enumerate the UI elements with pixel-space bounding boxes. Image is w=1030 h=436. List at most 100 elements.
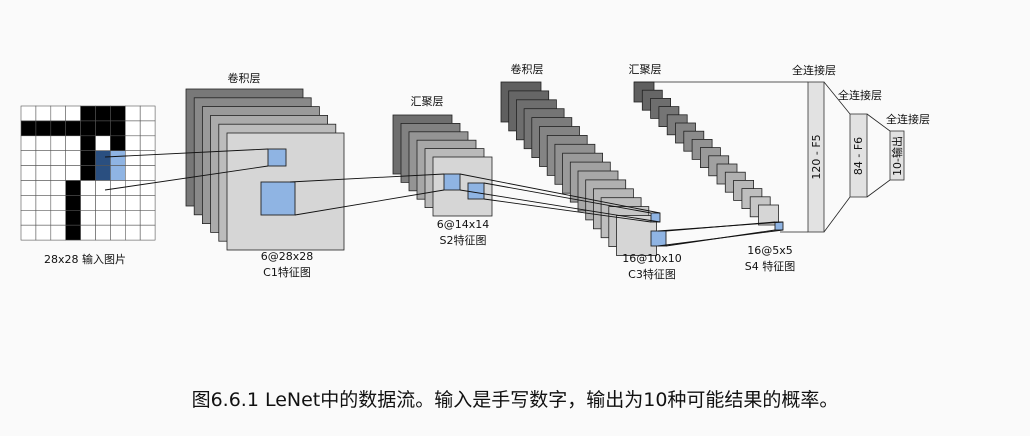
input-pixel-cell	[125, 120, 141, 137]
input-pixel-cell	[50, 105, 66, 122]
s2-layer-title: 汇聚层	[411, 95, 444, 108]
input-pixel-cell	[65, 210, 81, 226]
receptive-field-line	[459, 173, 661, 214]
c3-layer-title: 卷积层	[511, 62, 544, 76]
receptive-field-line	[483, 198, 652, 223]
input-pixel-cell	[20, 150, 37, 166]
input-pixel-cell	[35, 224, 52, 241]
input-pixel-cell	[110, 105, 126, 122]
input-pixel-cell	[95, 135, 111, 152]
input-pixel-cell	[20, 224, 37, 241]
input-pixel-cell	[95, 210, 111, 226]
input-pixel-cell	[20, 180, 37, 196]
input-pixel-cell	[65, 105, 81, 122]
input-pixel-cell	[50, 120, 66, 137]
c3-name-label: C3特征图	[628, 267, 676, 281]
input-pixel-cell	[35, 165, 52, 181]
input-pixel-cell	[95, 150, 111, 166]
s4-name-label: S4 特征图	[745, 259, 795, 273]
input-pixel-cell	[110, 224, 126, 241]
input-pixel-cell	[65, 150, 81, 166]
s4-shape-label: 16@5x5	[747, 244, 793, 257]
f6-layer-bar	[849, 113, 868, 198]
input-pixel-cell	[50, 180, 66, 196]
c3-highlight-small	[650, 212, 661, 223]
input-pixel-cell	[80, 150, 96, 166]
output-label: 10-输出	[890, 136, 904, 176]
c1-receptive-highlight-large	[260, 181, 296, 216]
input-pixel-cell	[110, 165, 126, 181]
input-pixel-cell	[139, 150, 156, 166]
input-pixel-cell	[50, 210, 66, 226]
input-pixel-cell	[95, 180, 111, 196]
input-pixel-cell	[95, 195, 111, 211]
f6-layer-title: 全连接层	[838, 88, 882, 102]
input-pixel-cell	[125, 150, 141, 166]
input-pixel-cell	[125, 180, 141, 196]
receptive-field-line	[294, 189, 445, 216]
receptive-field-line	[104, 148, 269, 158]
f6-label: 84 - F6	[852, 137, 865, 175]
input-pixel-cell	[20, 195, 37, 211]
s4-feature-map-stack	[633, 81, 784, 231]
input-pixel-cell	[80, 165, 96, 181]
input-pixel-cell	[20, 120, 37, 137]
fc-connectors	[634, 81, 891, 233]
input-pixel-cell	[50, 150, 66, 166]
input-pixel-cell	[110, 150, 126, 166]
feature-map-layer	[758, 204, 779, 226]
input-pixel-cell	[125, 224, 141, 241]
c1-name-label: C1特征图	[263, 265, 311, 279]
s4-layer-title: 汇聚层	[629, 63, 662, 76]
receptive-field-line	[104, 165, 269, 191]
input-pixel-cell	[65, 120, 81, 137]
input-pixel-cell	[80, 120, 96, 137]
input-pixel-cell	[80, 180, 96, 196]
input-pixel-cell	[139, 210, 156, 226]
s2-feature-map-stack	[392, 114, 493, 217]
input-pixel-cell	[65, 165, 81, 181]
input-pixel-cell	[35, 210, 52, 226]
input-pixel-cell	[80, 195, 96, 211]
input-pixel-cell	[20, 135, 37, 152]
figure-caption: 图6.6.1 LeNet中的数据流。输入是手写数字，输出为10种可能结果的概率。	[191, 389, 839, 411]
c1-shape-label: 6@28x28	[261, 250, 314, 263]
input-pixel-cell	[20, 105, 37, 122]
lenet-diagram: 28x28 输入图片 卷积层 6@28x28 C1特征图 汇聚层 6@14x14…	[20, 62, 930, 281]
input-pixel-cell	[110, 135, 126, 152]
receptive-field-line	[657, 221, 784, 232]
input-pixel-cell	[50, 224, 66, 241]
input-pixel-cell	[125, 210, 141, 226]
input-pixel-cell	[50, 195, 66, 211]
input-pixel-cell	[35, 120, 52, 137]
input-pixel-cell	[139, 224, 156, 241]
f5-label: 120 - F5	[810, 134, 823, 179]
receptive-field-lines	[104, 148, 784, 247]
input-pixel-cell	[110, 195, 126, 211]
input-pixel-cell	[50, 135, 66, 152]
f5-layer-title: 全连接层	[792, 63, 836, 77]
input-pixel-cell	[35, 105, 52, 122]
input-pixel-cell	[125, 105, 141, 122]
input-pixel-cell	[139, 195, 156, 211]
input-pixel-cell	[95, 105, 111, 122]
input-pixel-cell	[125, 195, 141, 211]
c1-feature-map-stack	[185, 88, 345, 251]
s2-shape-label: 6@14x14	[437, 218, 490, 231]
input-pixel-cell	[80, 135, 96, 152]
input-pixel-cell	[50, 165, 66, 181]
s4-highlight	[774, 221, 784, 231]
output-layer-bar	[889, 130, 905, 181]
s2-highlight-b	[467, 182, 485, 200]
input-pixel-cell	[35, 180, 52, 196]
input-pixel-cell	[80, 105, 96, 122]
input-pixel-cell	[95, 120, 111, 137]
input-pixel-cell	[35, 135, 52, 152]
c3-feature-map-stack	[500, 81, 667, 256]
input-pixel-cell	[139, 165, 156, 181]
input-pixel-cell	[35, 195, 52, 211]
f5-layer-bar	[807, 81, 825, 233]
s2-name-label: S2特征图	[440, 233, 487, 247]
input-pixel-cell	[95, 165, 111, 181]
